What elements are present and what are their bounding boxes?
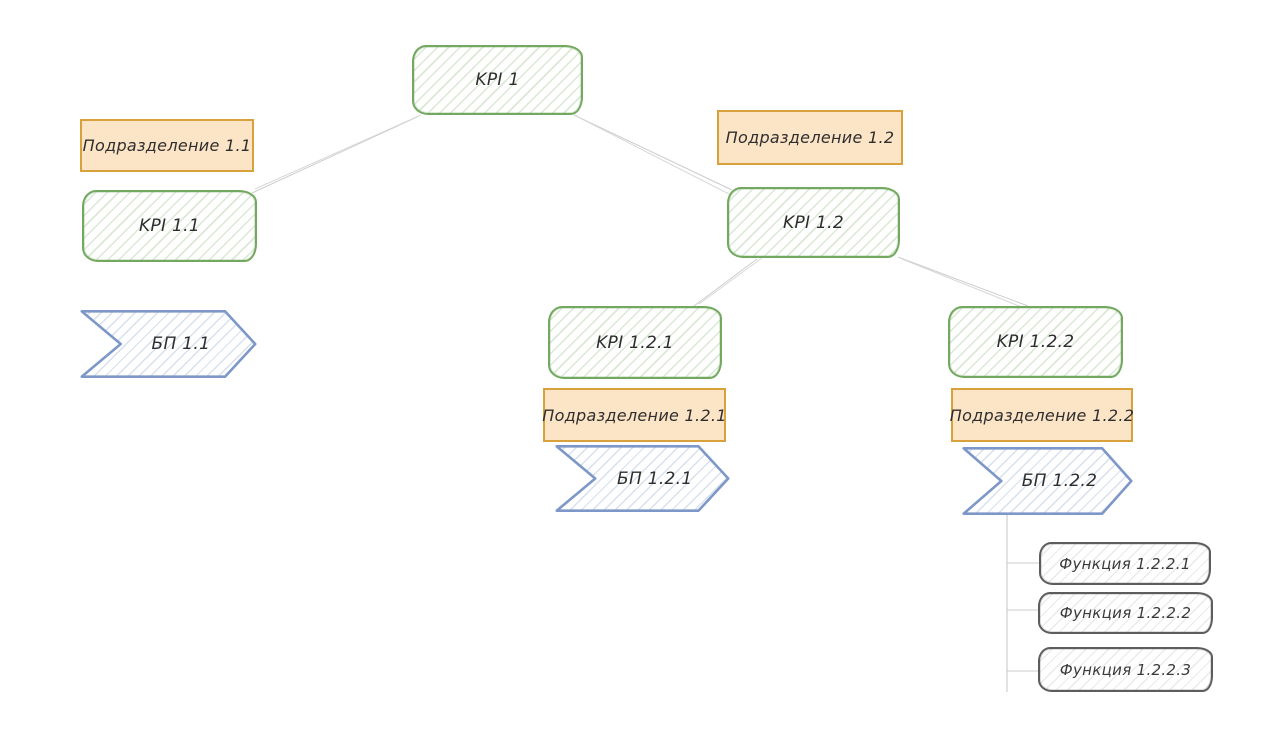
- edge-kpi12-kpi121: [693, 258, 758, 307]
- node-function-1-2-2-1[interactable]: Функция 1.2.2.1: [1039, 542, 1211, 585]
- node-function-1-2-2-2-label: Функция 1.2.2.2: [1059, 604, 1192, 622]
- node-kpi-1-2-1-label: KPI 1.2.1: [596, 332, 674, 353]
- node-department-1-1[interactable]: Подразделение 1.1: [80, 119, 254, 172]
- chevron-outline: [80, 310, 257, 378]
- node-department-1-2-2[interactable]: Подразделение 1.2.2: [949, 388, 1135, 442]
- chevron-outline: [555, 445, 730, 512]
- node-kpi-1-2-label: KPI 1.2: [783, 212, 844, 233]
- node-bp-1-2-1[interactable]: БП 1.2.1: [555, 445, 730, 512]
- node-department-1-2-label: Подразделение 1.2: [725, 128, 895, 147]
- node-department-1-2-1-label: Подразделение 1.2.1: [542, 405, 727, 425]
- node-function-1-2-2-3[interactable]: Функция 1.2.2.3: [1038, 647, 1213, 692]
- node-kpi-1[interactable]: KPI 1: [412, 45, 583, 115]
- node-bp-1-1[interactable]: БП 1.1: [80, 310, 257, 378]
- node-bp-1-2-2[interactable]: БП 1.2.2: [962, 447, 1133, 515]
- edge-kpi1-kpi11: [251, 116, 418, 194]
- node-function-1-2-2-1-label: Функция 1.2.2.1: [1059, 554, 1191, 573]
- node-kpi-1-1[interactable]: KPI 1.1: [82, 190, 257, 262]
- edge-kpi1-kpi12: [573, 114, 733, 191]
- node-kpi-1-2-2[interactable]: KPI 1.2.2: [948, 306, 1123, 378]
- chevron-shape: [556, 446, 729, 511]
- node-department-1-2-2-label: Подразделение 1.2.2: [949, 405, 1135, 425]
- node-bp-1-2-2-label: БП 1.2.2: [1021, 471, 1098, 491]
- chevron-outline: [962, 447, 1133, 515]
- node-department-1-2[interactable]: Подразделение 1.2: [717, 110, 903, 165]
- node-department-1-1-label: Подразделение 1.1: [82, 136, 252, 155]
- node-kpi-1-label: KPI 1: [475, 70, 520, 90]
- node-kpi-1-1-label: KPI 1.1: [139, 216, 200, 236]
- edge-kpi12-kpi121-b: [698, 257, 763, 305]
- edge-kpi12-kpi122-b: [901, 258, 1025, 309]
- node-bp-1-1-label: БП 1.1: [151, 334, 211, 354]
- node-bp-1-2-1-label: БП 1.2.1: [616, 468, 693, 489]
- node-function-1-2-2-2[interactable]: Функция 1.2.2.2: [1038, 592, 1213, 634]
- node-function-1-2-2-3-label: Функция 1.2.2.3: [1059, 660, 1192, 679]
- node-kpi-1-2-1[interactable]: KPI 1.2.1: [548, 306, 722, 379]
- node-kpi-1-2-2-label: KPI 1.2.2: [996, 332, 1075, 352]
- node-kpi-1-2[interactable]: KPI 1.2: [727, 187, 900, 258]
- edge-kpi12-kpi122: [897, 256, 1029, 307]
- node-department-1-2-1[interactable]: Подразделение 1.2.1: [542, 388, 727, 442]
- edge-kpi1-kpi12-b: [577, 116, 730, 195]
- edge-kpi1-kpi11-b: [254, 114, 422, 190]
